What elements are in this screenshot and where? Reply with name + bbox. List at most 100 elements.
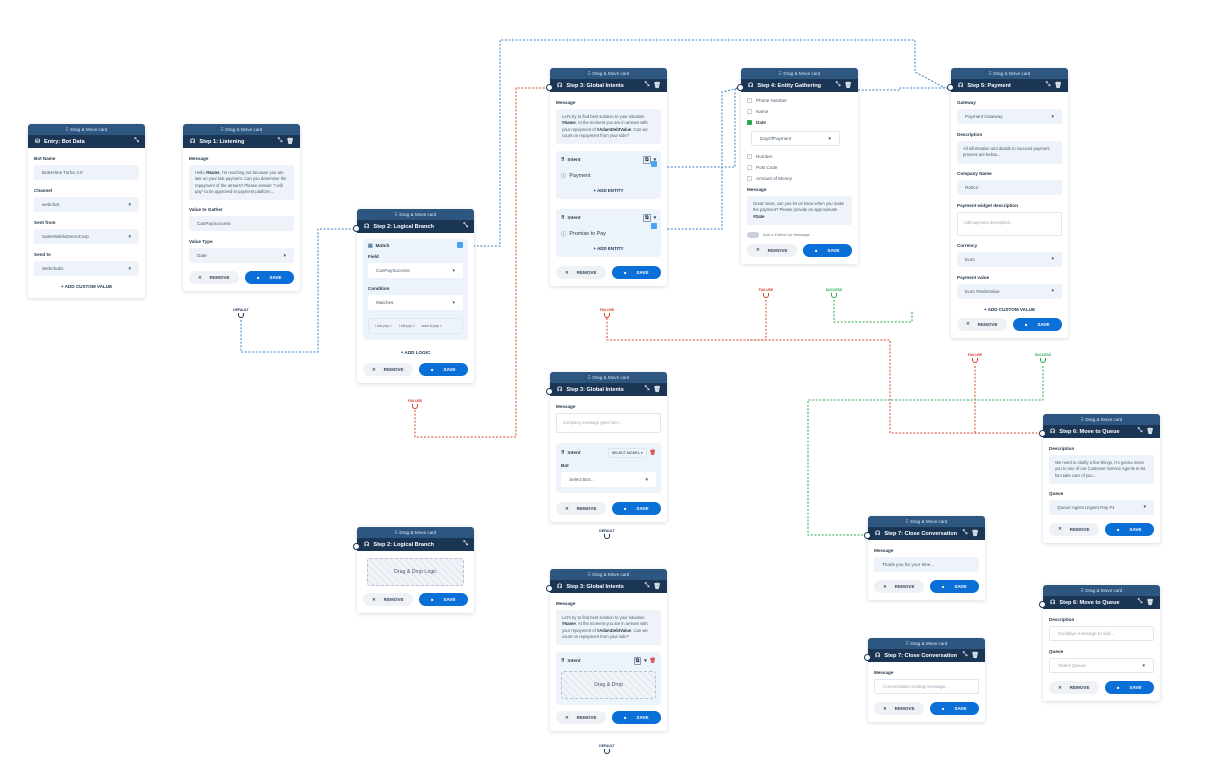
checkbox[interactable]: [747, 98, 752, 103]
toggle-switch[interactable]: [747, 231, 759, 238]
remove-button[interactable]: REMOVE: [189, 271, 239, 285]
checkbox[interactable]: [747, 109, 752, 114]
select-model-dropdown[interactable]: SELECT MODEL ▾: [607, 448, 647, 458]
output-port[interactable]: [651, 223, 657, 229]
model-icon[interactable]: ⧉: [643, 214, 651, 223]
trash-icon[interactable]: 🗑: [286, 139, 294, 145]
collapse-icon[interactable]: ⤡: [835, 82, 841, 88]
add-entity-button[interactable]: ADD ENTITY: [561, 246, 656, 251]
entity-option[interactable]: Post Code: [747, 165, 852, 170]
channel-select[interactable]: webchat: [34, 197, 139, 212]
description-textarea[interactable]: All information and details to succeed p…: [957, 141, 1062, 164]
trash-icon[interactable]: 🗑: [653, 83, 661, 89]
collapse-icon[interactable]: ⤡: [962, 530, 968, 536]
collapse-icon[interactable]: ⤡: [134, 138, 139, 144]
drag-handle[interactable]: Drag & Move card: [741, 68, 858, 79]
condition-select[interactable]: Matches: [368, 295, 463, 310]
add-custom-value-button[interactable]: ADD CUSTOM VALUE: [957, 307, 1062, 312]
remove-button[interactable]: REMOVE: [874, 702, 924, 715]
entity-option[interactable]: Phone Number: [747, 98, 852, 103]
remove-button[interactable]: REMOVE: [1049, 681, 1099, 694]
remove-button[interactable]: REMOVE: [363, 593, 413, 606]
remove-button[interactable]: REMOVE: [556, 502, 606, 515]
close-conversation-empty-card[interactable]: Drag & Move card ☊ Step 7: Close Convers…: [868, 638, 985, 722]
currency-select[interactable]: Euro: [957, 251, 1062, 267]
input-port[interactable]: [353, 225, 360, 232]
condition-values[interactable]: I can pay × I will pay × want to pay ×: [368, 318, 463, 334]
input-port[interactable]: [546, 388, 553, 395]
bot-name-input[interactable]: BotHelms Turbo 3.0: [34, 165, 139, 180]
gather-input[interactable]: CanPaySuccess: [189, 216, 294, 232]
collapse-icon[interactable]: ⤡: [463, 223, 468, 229]
global-intents-card-2[interactable]: Drag & Move card ☊ Step 3: Global Intent…: [550, 372, 667, 522]
sent-from-select[interactable]: SalesWebloDemoCorp: [34, 229, 139, 244]
close-conversation-card[interactable]: Drag & Move card ☊ Step 7: Close Convers…: [868, 516, 985, 600]
trash-icon[interactable]: 🗑: [1146, 600, 1154, 606]
message-textarea[interactable]: Great news, can you let us know when you…: [747, 196, 852, 225]
global-intents-card-3[interactable]: Drag & Move card ☊ Step 3: Global Intent…: [550, 569, 667, 732]
failure-output[interactable]: FAILURE: [754, 288, 778, 298]
trash-icon[interactable]: 🗑: [653, 387, 661, 393]
trash-icon[interactable]: 🗑: [844, 83, 852, 89]
save-button[interactable]: SAVE: [611, 502, 661, 515]
default-output[interactable]: DEFAULT: [595, 529, 619, 539]
remove-button[interactable]: REMOVE: [747, 243, 797, 257]
input-port[interactable]: [546, 585, 553, 592]
message-textarea[interactable]: Hello #Name, I'm reaching out because yo…: [189, 165, 294, 201]
output-port[interactable]: [651, 161, 657, 167]
drag-handle[interactable]: Drag & Move card: [951, 68, 1068, 79]
save-button[interactable]: SAVE: [418, 593, 468, 606]
value-chip[interactable]: want to pay ×: [419, 323, 444, 329]
logical-branch-empty-card[interactable]: Drag & Move card ☊ Step 2: Logical Branc…: [357, 527, 474, 613]
value-type-select[interactable]: Date: [189, 248, 294, 264]
input-port[interactable]: [864, 654, 871, 661]
input-port[interactable]: [1039, 601, 1046, 608]
save-button[interactable]: SAVE: [611, 266, 661, 280]
queue-select[interactable]: Queue Agent Urgent Pay #1: [1049, 499, 1154, 515]
move-to-queue-empty-card[interactable]: Drag & Move card ☊ Step 6: Move to Queue…: [1043, 585, 1160, 701]
remove-button[interactable]: REMOVE: [363, 363, 413, 376]
drag-handle[interactable]: Drag & Move card: [868, 638, 985, 649]
drag-handle[interactable]: Drag & Move card: [183, 124, 300, 135]
save-button[interactable]: SAVE: [802, 243, 852, 257]
bot-select[interactable]: Select Bot...: [561, 472, 656, 487]
collapse-icon[interactable]: ⤡: [644, 386, 650, 392]
message-textarea[interactable]: Let's try to find best solution to your …: [556, 109, 661, 145]
message-input[interactable]: Conversation ending message...: [874, 679, 979, 694]
drag-handle[interactable]: Drag & Move card: [550, 68, 667, 79]
date-entity-select[interactable]: DayOfPayment: [751, 131, 840, 146]
gateway-select[interactable]: Payment Gateway: [957, 109, 1062, 124]
input-port[interactable]: [353, 543, 360, 550]
model-icon[interactable]: ⧉: [633, 657, 642, 666]
success-output[interactable]: SUCCESS: [1031, 353, 1055, 363]
move-to-queue-card[interactable]: Drag & Move card ☊ Step 6: Move to Queue…: [1043, 414, 1160, 543]
entity-option[interactable]: Amount of Money: [747, 176, 852, 181]
logical-branch-card[interactable]: Drag & Move card ☊ Step 2: Logical Branc…: [357, 209, 474, 383]
drag-handle[interactable]: Drag & Move card: [868, 516, 985, 527]
queue-select[interactable]: Select Queue: [1049, 658, 1154, 673]
drag-handle[interactable]: Drag & Move card: [550, 569, 667, 580]
failure-output[interactable]: FAILURE: [403, 399, 427, 409]
collapse-icon[interactable]: ⤡: [1045, 82, 1051, 88]
drag-handle[interactable]: Drag & Move card: [28, 124, 145, 135]
save-button[interactable]: SAVE: [1104, 522, 1154, 536]
trash-icon[interactable]: 🗑: [1054, 83, 1062, 89]
remove-button[interactable]: REMOVE: [556, 711, 606, 725]
trash-icon[interactable]: 🗑: [971, 653, 979, 659]
save-button[interactable]: SAVE: [929, 580, 979, 593]
save-button[interactable]: SAVE: [929, 702, 979, 715]
entity-gathering-card[interactable]: Drag & Move card ☊ Step 4: Entity Gather…: [741, 68, 858, 264]
follow-up-toggle[interactable]: Add a Follow Up Message: [747, 231, 852, 238]
save-button[interactable]: SAVE: [1012, 317, 1062, 331]
input-port[interactable]: [737, 84, 744, 91]
field-select[interactable]: CanPaySuccess: [368, 263, 463, 278]
collapse-icon[interactable]: ⤡: [644, 82, 650, 88]
message-textarea[interactable]: Company message goes here...: [556, 413, 661, 433]
widget-description-textarea[interactable]: Add payment description...: [957, 211, 1062, 236]
save-button[interactable]: SAVE: [611, 711, 661, 725]
trash-icon[interactable]: 🗑: [971, 531, 979, 537]
output-port[interactable]: [457, 242, 463, 248]
drag-handle[interactable]: Drag & Move card: [1043, 414, 1160, 425]
checkbox[interactable]: [747, 165, 752, 170]
company-input[interactable]: Robco: [957, 179, 1062, 195]
